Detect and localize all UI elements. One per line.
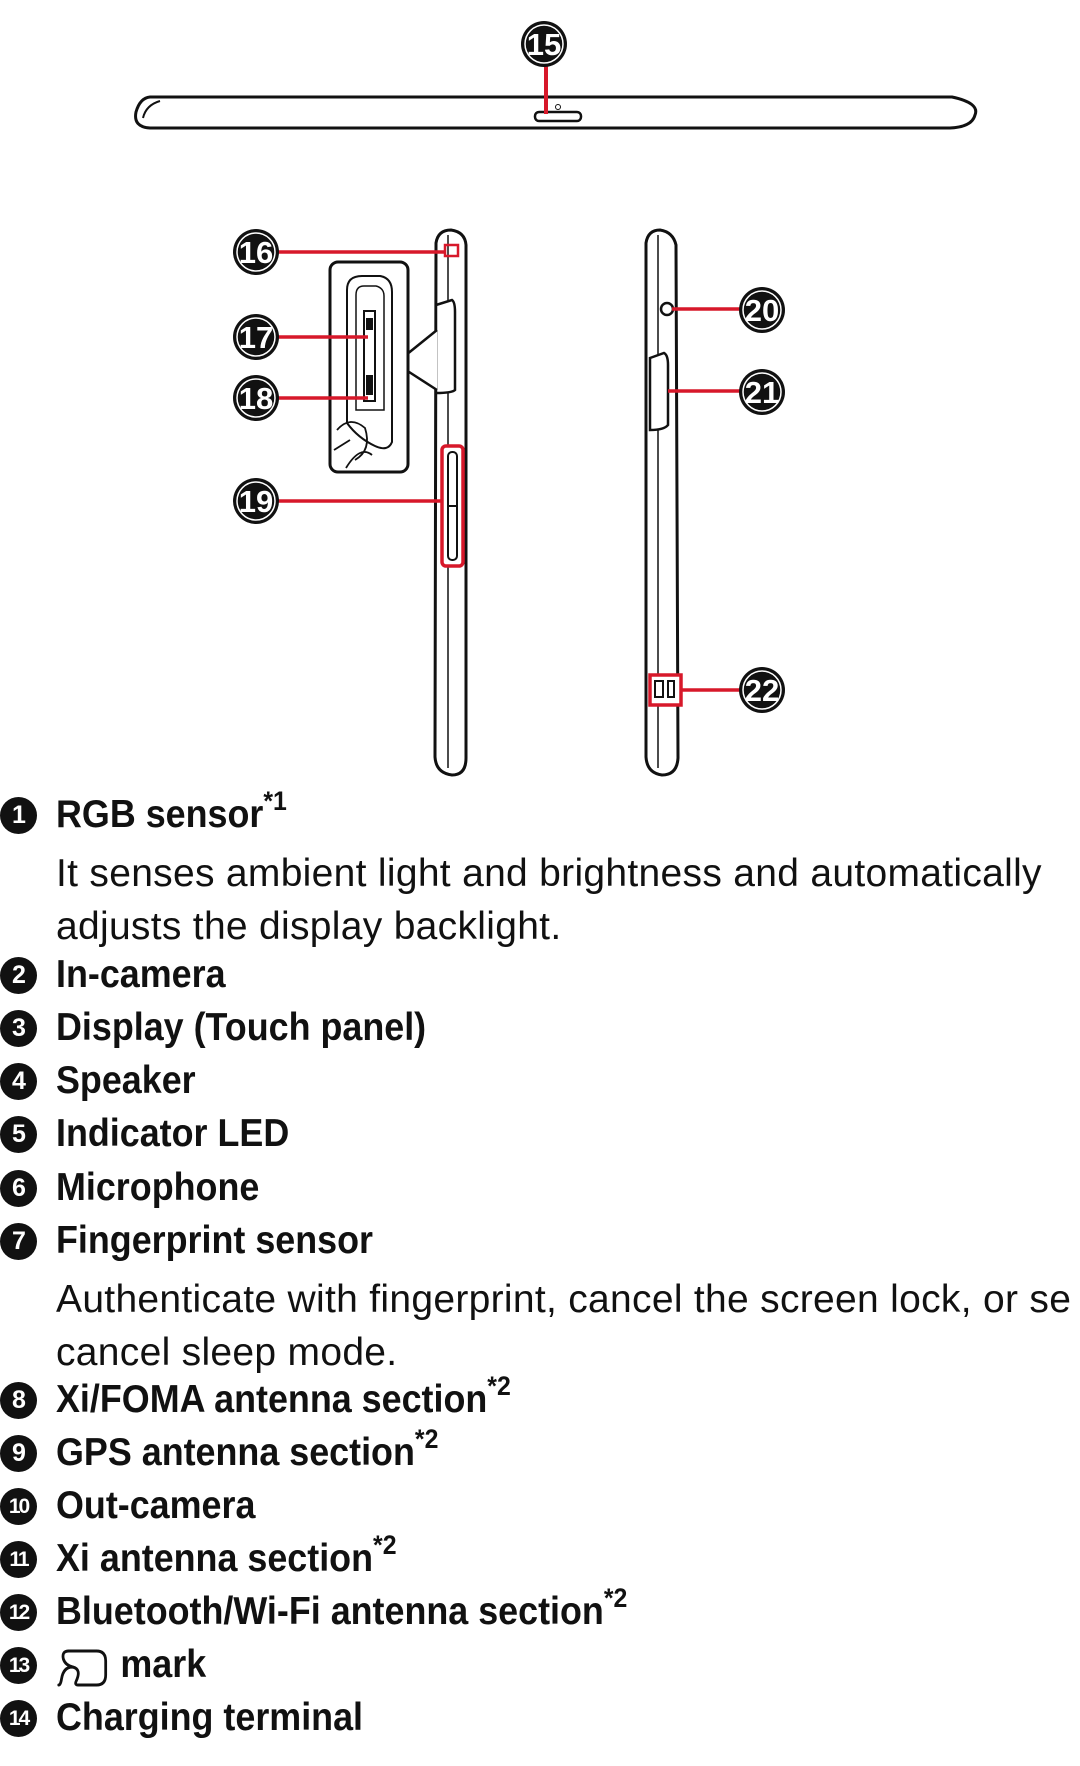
svg-text:22: 22 bbox=[745, 673, 779, 708]
device-side-views-diagram: 15 16 17 18 19 20 21 22 bbox=[134, 21, 978, 777]
callout-20: 20 bbox=[739, 287, 785, 333]
item-title: GPS antenna section*2 bbox=[56, 1424, 439, 1475]
callout-22: 22 bbox=[739, 667, 785, 713]
footnote-ref: *1 bbox=[263, 786, 287, 816]
item-number: 4 bbox=[0, 1063, 37, 1100]
item-title: Bluetooth/Wi-Fi antenna section*2 bbox=[56, 1583, 628, 1634]
item-number: 13 bbox=[0, 1647, 37, 1684]
item-title: Charging terminal bbox=[56, 1696, 364, 1739]
footnote-ref: *2 bbox=[373, 1530, 397, 1560]
item-number: 3 bbox=[0, 1010, 37, 1047]
felica-mark-icon bbox=[57, 1649, 108, 1687]
footnote-ref: *2 bbox=[603, 1583, 628, 1613]
callout-18: 18 bbox=[233, 375, 279, 421]
power-key bbox=[533, 110, 583, 123]
item-title: RGB sensor*1 bbox=[56, 786, 287, 837]
item-title: In-camera bbox=[56, 953, 226, 996]
svg-text:19: 19 bbox=[239, 484, 273, 519]
svg-text:20: 20 bbox=[745, 293, 779, 328]
item-title: Microphone bbox=[56, 1166, 260, 1209]
item-number: 5 bbox=[0, 1116, 37, 1153]
item-number: 11 bbox=[0, 1541, 37, 1578]
item-title: Xi/FOMA antenna section*2 bbox=[56, 1371, 511, 1422]
item-description: It senses ambient light and brightness a… bbox=[56, 852, 1042, 895]
svg-text:21: 21 bbox=[745, 375, 779, 410]
item-title: Display (Touch panel) bbox=[56, 1006, 427, 1049]
item-number: 7 bbox=[0, 1223, 37, 1260]
svg-text:15: 15 bbox=[527, 27, 561, 62]
item-number: 14 bbox=[0, 1700, 37, 1737]
footnote-ref: *2 bbox=[414, 1424, 439, 1454]
item-title: Xi antenna section*2 bbox=[56, 1530, 397, 1581]
callout-16: 16 bbox=[233, 229, 279, 275]
item-title: Fingerprint sensor bbox=[56, 1219, 373, 1262]
callout-15: 15 bbox=[521, 21, 567, 67]
footnote-ref: *2 bbox=[487, 1371, 511, 1401]
item-title: Indicator LED bbox=[56, 1112, 290, 1155]
svg-text:18: 18 bbox=[239, 381, 273, 416]
svg-text:17: 17 bbox=[239, 320, 273, 355]
callout-19: 19 bbox=[233, 478, 279, 524]
item-number: 10 bbox=[0, 1488, 37, 1525]
callout-21: 21 bbox=[739, 369, 785, 415]
item-number: 9 bbox=[0, 1435, 37, 1472]
item-number: 6 bbox=[0, 1170, 37, 1207]
item-number: 2 bbox=[0, 957, 37, 994]
item-number: 8 bbox=[0, 1382, 37, 1419]
right-side-view bbox=[644, 228, 742, 777]
item-description: adjusts the display backlight. bbox=[56, 905, 562, 948]
callout-17: 17 bbox=[233, 314, 279, 360]
item-number: 12 bbox=[0, 1594, 37, 1631]
headset-jack bbox=[659, 301, 675, 317]
item-description: Authenticate with fingerprint, cancel th… bbox=[56, 1278, 1072, 1321]
top-edge-view bbox=[134, 62, 978, 130]
item-title: Out-camera bbox=[56, 1484, 256, 1527]
item-description: cancel sleep mode. bbox=[56, 1331, 398, 1374]
left-side-view bbox=[275, 228, 468, 777]
svg-text:16: 16 bbox=[239, 235, 273, 270]
card-slot-cover bbox=[648, 351, 670, 432]
item-title: Speaker bbox=[56, 1059, 196, 1102]
item-number: 1 bbox=[0, 797, 37, 834]
item-title: mark bbox=[56, 1642, 206, 1689]
